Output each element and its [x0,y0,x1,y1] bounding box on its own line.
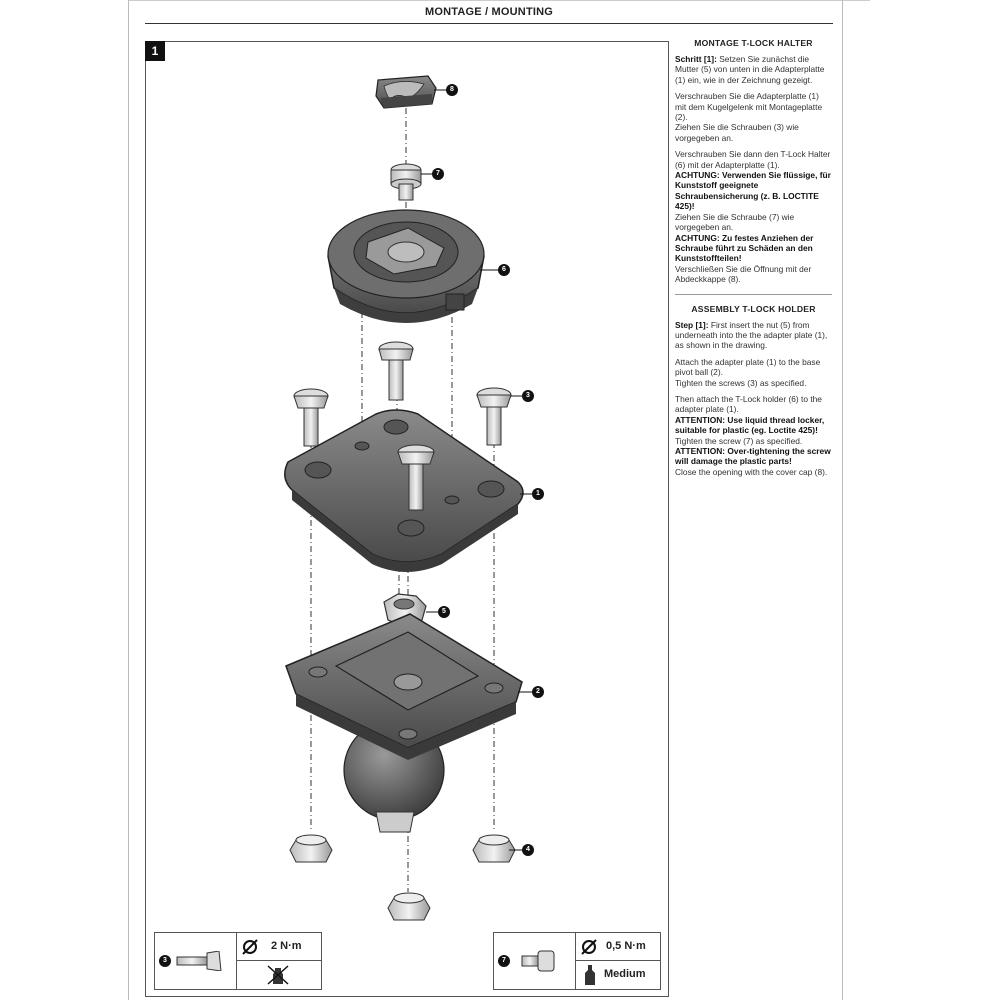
german-section-title: MONTAGE T-LOCK HALTER [694,38,813,48]
torque-spec-right: 7 0,5 N·m Medium [493,932,661,990]
english-step-paragraph: Step [1]: First insert the nut (5) from … [675,320,832,351]
step-number-badge: 1 [145,41,165,61]
german-warning-2: ACHTUNG: Zu festes Anziehen der Schraube… [675,232,814,264]
language-divider [675,293,832,295]
torque-spec-left-value-cell: 2 N·m [237,933,321,961]
callout-3: 3 [522,390,534,402]
english-section-title: ASSEMBLY T-LOCK HOLDER [691,303,816,314]
torque-right-locker: Medium [604,968,646,980]
torque-spec-right-locker-cell: Medium [576,961,660,989]
screw-part-7-center [397,444,435,511]
torque-left-value: 2 N·m [271,940,302,952]
german-step-label: Schritt [1]: [675,54,717,64]
english-step-text: First insert the nut (5) from underneath… [675,319,828,351]
thread-locker-bottle-icon [585,965,595,985]
callout-2: 2 [532,686,544,698]
torque-spec-left-part-cell: 3 [155,933,237,989]
german-p2b-text: Ziehen Sie die Schrauben (3) wie vorgege… [675,122,799,143]
english-warning-1: ATTENTION: Use liquid thread locker, sui… [675,414,825,436]
torque-spec-right-part-cell: 7 [494,933,576,989]
torque-spec-left-locker-cell [237,961,321,989]
screw-part-3-left [293,388,329,447]
callout-7: 7 [432,168,444,180]
german-p3c-text: Verschließen Sie die Öffnung mit der Abd… [675,263,812,285]
torque-left-callout: 3 [159,955,171,967]
callout-8: 8 [446,84,458,96]
german-paragraph-2: Verschrauben Sie die Adapterplatte (1) m… [675,91,832,143]
t-lock-holder-part-6 [327,209,485,323]
no-thread-locker-icon [267,965,289,985]
exploded-assembly-drawing [284,75,532,921]
german-p3-text: Verschrauben Sie dann den T-Lock Halter … [675,149,831,170]
instructions-column: MONTAGE T-LOCK HALTER Schritt [1]: Setze… [675,38,832,483]
callout-4: 4 [522,844,534,856]
cover-cap-part-8 [375,75,437,109]
english-p3b-text: Tighten the screw (7) as specified. [675,435,803,446]
english-p3-text: Then attach the T-Lock holder (6) to the… [675,393,822,415]
screw-part-3-right [476,387,512,446]
page-title: MONTAGE / MOUNTING [424,6,554,18]
nut-part-5 [383,593,427,627]
screw-part-7-upper [378,341,414,401]
torque-right-callout: 7 [498,955,510,967]
german-paragraph-3: Verschrauben Sie dann den T-Lock Halter … [675,149,832,284]
english-p2-text: Attach the adapter plate (1) to the base… [675,356,821,378]
torque-spec-right-value-cell: 0,5 N·m [576,933,660,961]
torque-wrench-icon [581,939,597,955]
adapter-plate-part-1 [284,409,524,572]
flanged-screw-icon [521,950,555,972]
page-edge-right [842,0,843,1000]
english-paragraph-3: Then attach the T-Lock holder (6) to the… [675,394,832,477]
nut-part-4-left [289,834,333,863]
callout-5: 5 [438,606,450,618]
page-edge-left [128,0,129,1000]
english-paragraph-2: Attach the adapter plate (1) to the base… [675,357,832,388]
english-p3c-text: Close the opening with the cover cap (8)… [675,466,828,477]
german-p3b-text: Ziehen Sie die Schraube (7) wie vorgegeb… [675,211,795,233]
german-warning-1: ACHTUNG: Verwenden Sie flüssige, für Kun… [675,170,831,212]
german-step-paragraph: Schritt [1]: Setzen Sie zunächst die Mut… [675,54,832,85]
screw-part-7 [390,163,422,201]
figure-frame [145,41,669,997]
callout-1: 1 [532,488,544,500]
english-step-label: Step [1]: [675,319,709,330]
torque-wrench-icon [242,939,258,955]
callout-leaders [421,89,532,851]
english-warning-2: ATTENTION: Over-tightening the screw wil… [675,446,831,467]
header-divider [145,23,833,24]
english-p2b-text: Tighten the screws (3) as specified. [675,377,807,388]
german-step-text: Setzen Sie zunächst die Mutter (5) von u… [675,54,825,85]
base-plate-part-2 [285,613,523,833]
german-p2-text: Verschrauben Sie die Adapterplatte (1) m… [675,91,823,123]
nut-part-4-right [472,834,516,863]
page-edge-top [128,0,870,1]
callout-6: 6 [498,264,510,276]
torque-spec-left: 3 2 N·m [154,932,322,990]
nut-part-4-bottom [387,892,431,921]
countersunk-screw-icon [176,951,222,971]
torque-right-value: 0,5 N·m [606,940,646,952]
